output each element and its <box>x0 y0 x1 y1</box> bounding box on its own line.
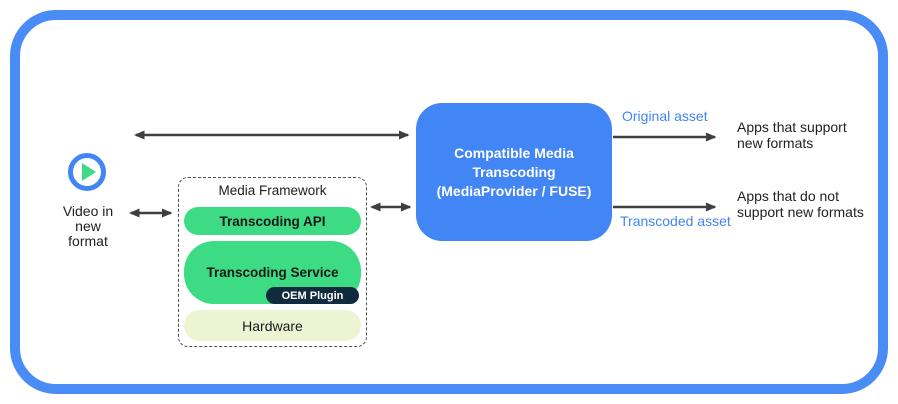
apps-no-support-label: Apps that do not support new formats <box>737 188 864 220</box>
transcoder-box: Compatible Media Transcoding (MediaProvi… <box>416 103 612 241</box>
transcoder-label: Compatible Media Transcoding (MediaProvi… <box>436 144 592 199</box>
play-triangle-icon <box>82 163 96 181</box>
layer-hardware-label: Hardware <box>242 317 303 334</box>
layer-transcoding-service-label: Transcoding Service <box>206 265 339 280</box>
outer-rounded-border <box>10 10 888 394</box>
original-asset-label: Original asset <box>622 108 708 124</box>
layer-hardware: Hardware <box>184 310 361 341</box>
oem-plugin-badge: OEM Plugin <box>266 287 359 304</box>
layer-transcoding-api: Transcoding API <box>184 207 361 235</box>
play-icon <box>68 153 106 191</box>
transcoded-asset-label: Transcoded asset <box>620 213 731 229</box>
media-framework-title: Media Framework <box>218 183 327 198</box>
source-video-label: Video in new format <box>62 203 114 249</box>
apps-support-label: Apps that support new formats <box>737 119 847 151</box>
layer-transcoding-service: Transcoding Service OEM Plugin <box>184 241 361 304</box>
layer-transcoding-api-label: Transcoding API <box>219 213 326 229</box>
media-framework-box: Media Framework Transcoding API Transcod… <box>178 177 367 347</box>
